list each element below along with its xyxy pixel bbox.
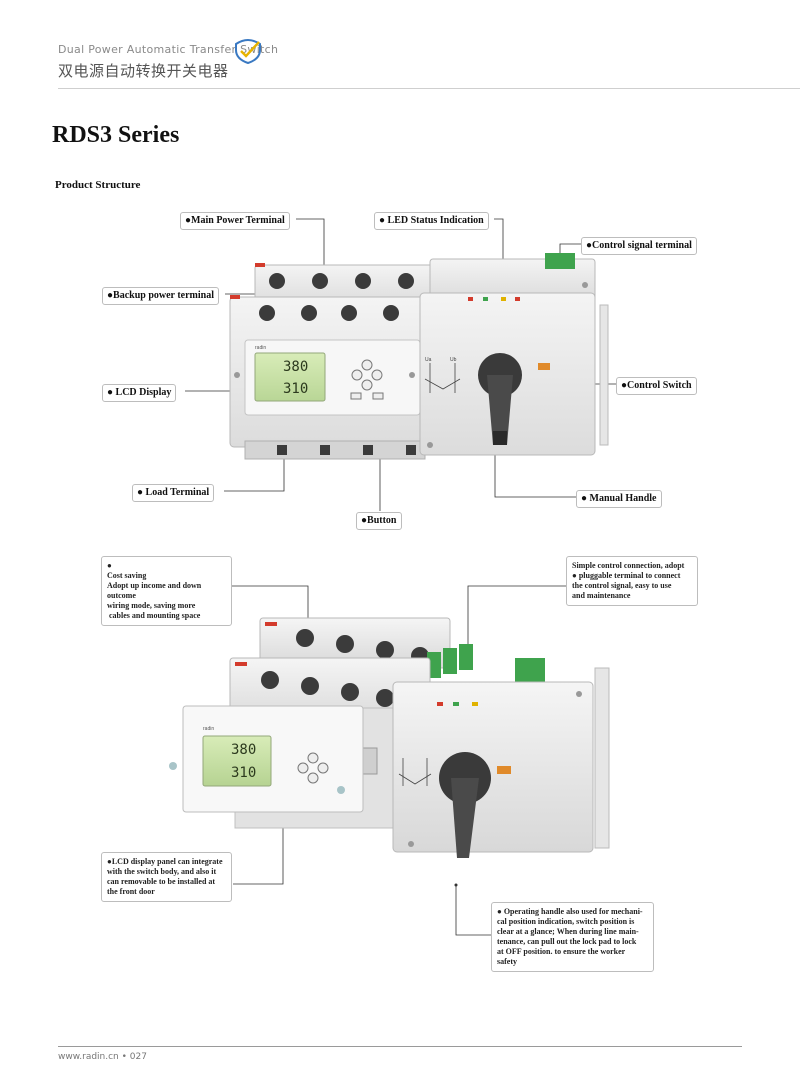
label-lcd-display: ● LCD Display	[102, 384, 177, 402]
label-backup-power-terminal: ●Backup power terminal	[102, 287, 219, 305]
panel-lcd-reading-1: 380	[231, 742, 256, 758]
schematic-label-ua: Ua	[425, 357, 432, 363]
label-manual-handle: ● Manual Handle	[576, 490, 662, 508]
note-pluggable-terminal: Simple control connection, adopt ● plugg…	[566, 556, 698, 606]
lcd-reading-1: 380	[283, 359, 308, 375]
device-brand: radin	[255, 345, 266, 351]
footer-page-info: www.radin.cn • 027	[58, 1052, 147, 1062]
note-cost-saving: ● Cost saving Adopt up income and down o…	[101, 556, 232, 626]
label-led-status-indication: ● LED Status Indication	[374, 212, 489, 230]
footer-divider	[58, 1046, 742, 1047]
label-control-switch: ●Control Switch	[616, 377, 697, 395]
header-title-zh: 双电源自动转换开关电器	[58, 62, 229, 80]
brand-logo-icon	[235, 39, 261, 64]
label-button: ●Button	[356, 512, 402, 530]
schematic-label-ub: Ub	[450, 357, 457, 363]
header-divider	[58, 88, 800, 89]
ats-exploded-view-illustration: 380 310 radin	[169, 617, 610, 858]
page-title: RDS3 Series	[52, 122, 180, 148]
ats-front-view-illustration: 380 310 radin Ua Ub	[229, 253, 609, 460]
label-load-terminal: ● Load Terminal	[132, 484, 215, 502]
label-main-power-terminal: ●Main Power Terminal	[180, 212, 290, 230]
header-title-en: Dual Power Automatic Transfer Switch	[58, 43, 279, 56]
panel-lcd-reading-2: 310	[231, 765, 256, 781]
label-control-signal-terminal: ●Control signal terminal	[581, 237, 697, 255]
note-operating-handle: ● Operating handle also used for mechani…	[491, 902, 654, 972]
section-title: Product Structure	[55, 179, 141, 191]
panel-brand: radin	[203, 726, 214, 732]
lcd-reading-2: 310	[283, 381, 308, 397]
note-lcd-panel: ●LCD display panel can integrate with th…	[101, 852, 232, 902]
